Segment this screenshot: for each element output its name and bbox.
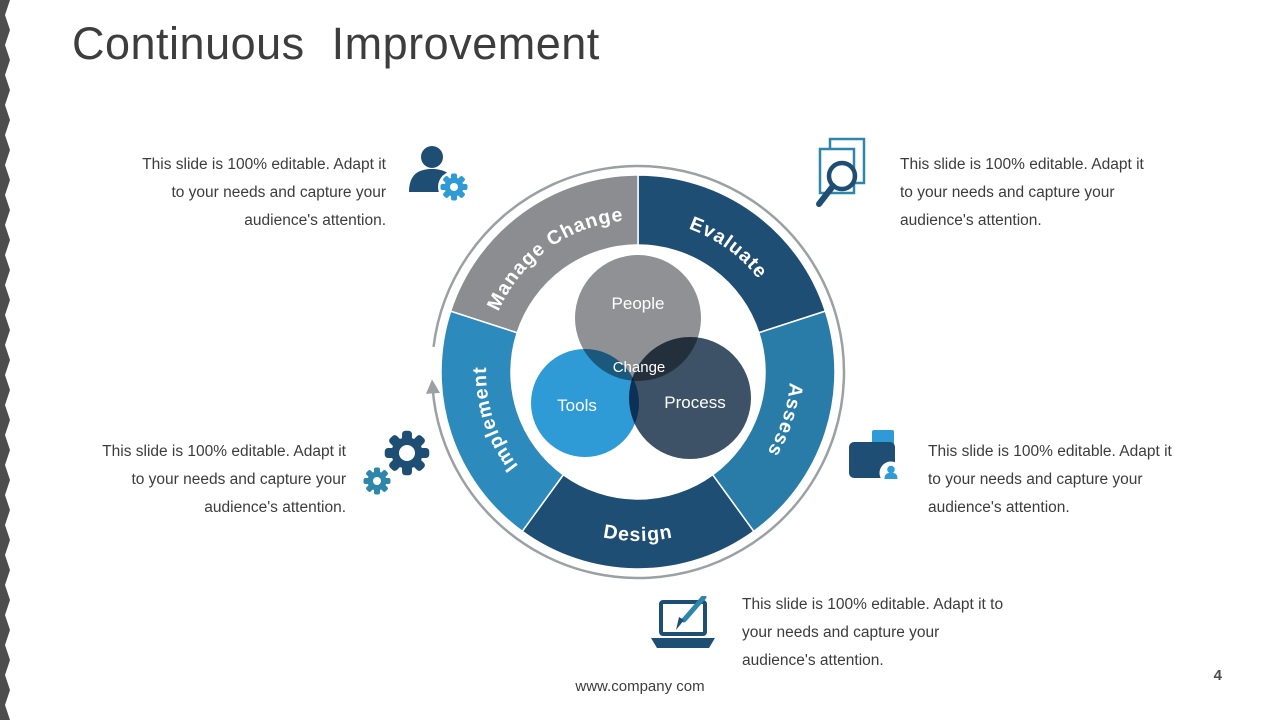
left-serrated-edge xyxy=(0,0,10,720)
ring-segment-manage-change[interactable] xyxy=(449,174,639,334)
search-documents-icon[interactable] xyxy=(812,136,874,218)
venn-circle-tools[interactable] xyxy=(531,349,639,457)
note-mid-left[interactable]: This slide is 100% editable. Adapt it to… xyxy=(102,443,346,516)
venn-label-process: Process xyxy=(664,393,725,412)
cycle-arrow-circle xyxy=(426,164,846,580)
gears-icon[interactable] xyxy=(362,424,438,502)
ring-segment-assess[interactable] xyxy=(711,310,836,533)
ring-segment-design[interactable] xyxy=(521,473,755,570)
note-top-left[interactable]: This slide is 100% editable. Adapt it to… xyxy=(142,156,386,229)
laptop-brush-icon[interactable] xyxy=(648,596,722,670)
venn-label-tools: Tools xyxy=(557,396,597,415)
note-mid-right[interactable]: This slide is 100% editable. Adapt it to… xyxy=(928,443,1172,516)
venn-label-people: People xyxy=(612,294,665,313)
page-title[interactable]: Continuous Improvement xyxy=(72,18,600,69)
page-number: 4 xyxy=(1213,667,1222,684)
note-top-right[interactable]: This slide is 100% editable. Adapt it to… xyxy=(900,156,1144,229)
ring-segment-implement[interactable] xyxy=(440,310,565,533)
note-bottom[interactable]: This slide is 100% editable. Adapt it to… xyxy=(742,596,1004,669)
venn-circle-process[interactable] xyxy=(629,337,751,459)
ring-segment-label: Design xyxy=(602,521,674,546)
person-gear-icon[interactable] xyxy=(406,142,472,208)
ring-segment-evaluate[interactable] xyxy=(637,174,827,334)
wallet-user-icon[interactable] xyxy=(846,428,908,494)
venn-center-label: Change xyxy=(613,359,666,376)
footer-url[interactable]: www.company com xyxy=(575,678,705,695)
